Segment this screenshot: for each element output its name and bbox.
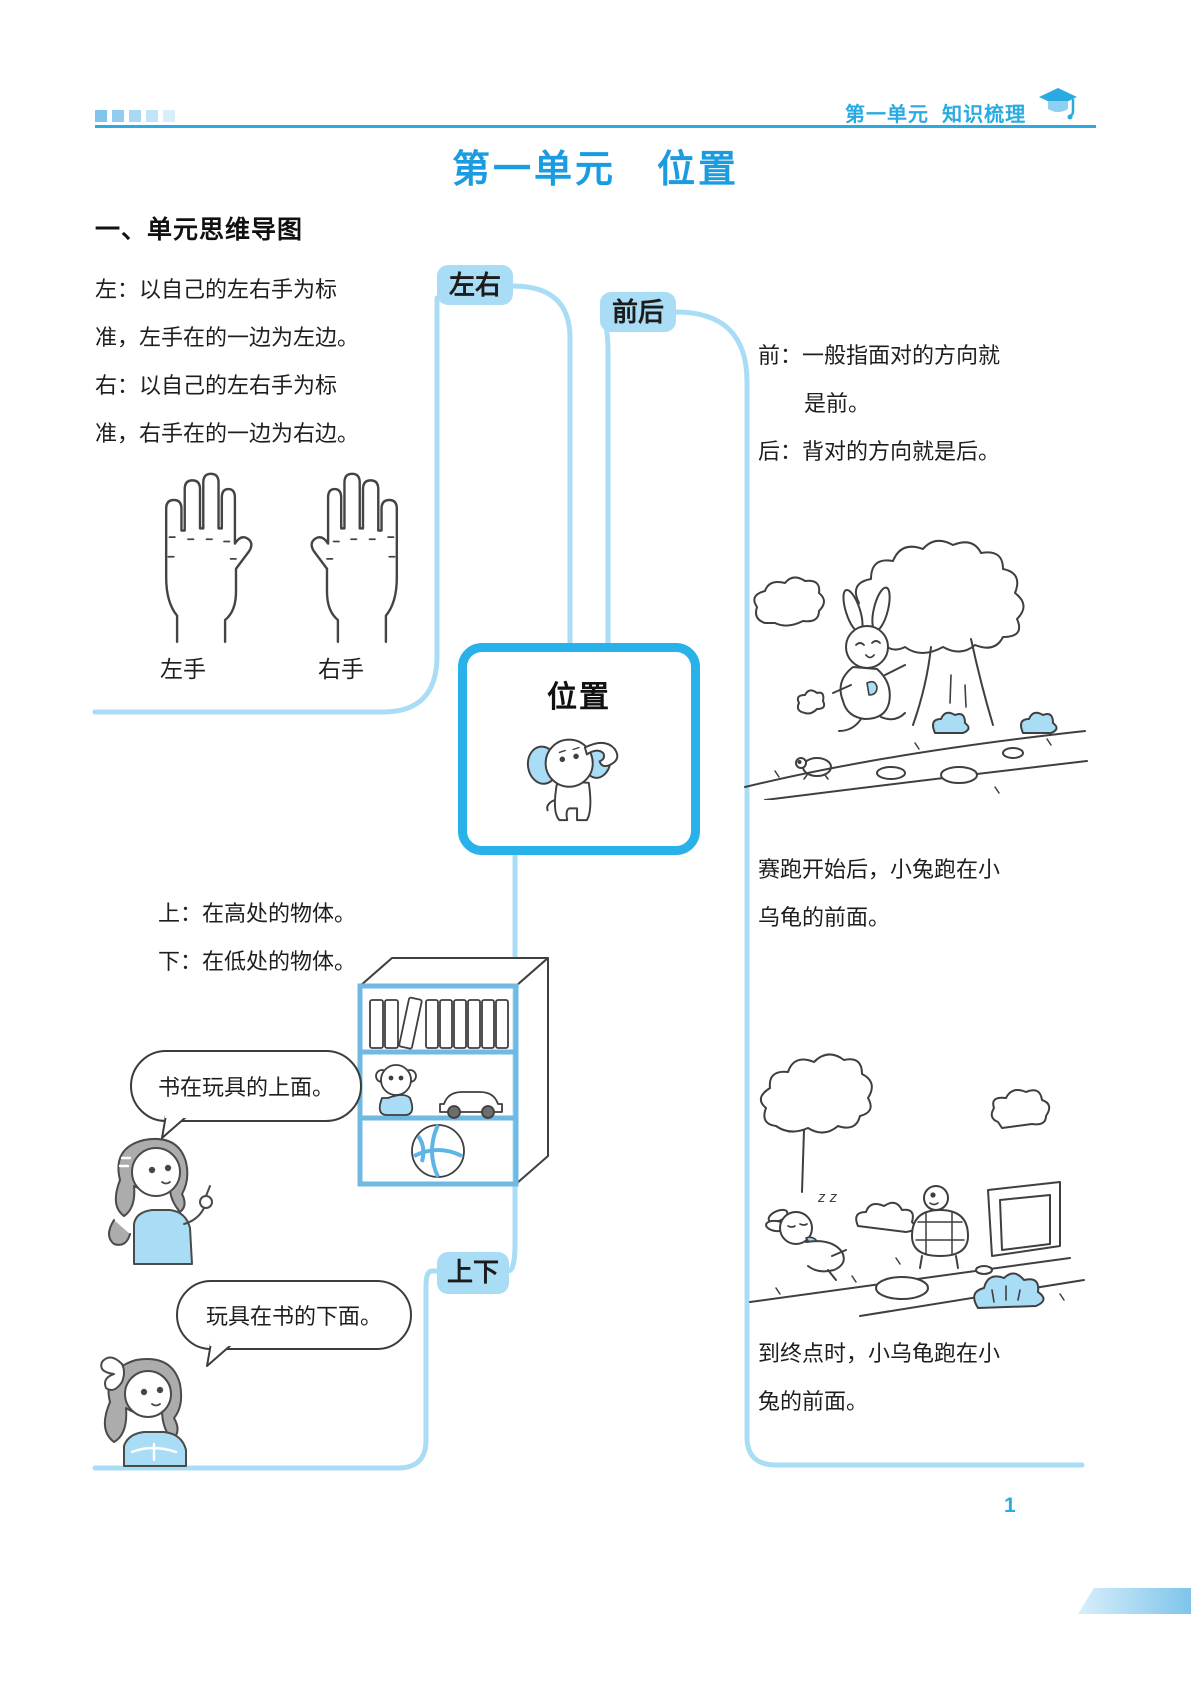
text-line: 准，右手在的一边为右边。	[95, 421, 360, 446]
speech-text: 书在玩具的上面。	[157, 1075, 334, 1100]
speech-bubble-top: 书在玩具的上面。	[130, 1050, 362, 1122]
text-line: 右：以自己的左右手为标	[95, 373, 338, 398]
text-line: 赛跑开始后，小兔跑在小	[758, 857, 1001, 882]
sleep-marks: z z	[817, 1189, 838, 1206]
bookshelf-illustration	[357, 957, 549, 1187]
center-node-title: 位置	[547, 681, 611, 714]
girl-pointing-illustration	[108, 1138, 213, 1265]
text-line: 准，左手在的一边为左边。	[95, 325, 360, 350]
connector-center-to-updown	[505, 852, 518, 1274]
running-head-unit: 第一单元	[845, 104, 929, 126]
header-decor-squares	[95, 109, 180, 127]
race1-caption: 赛跑开始后，小兔跑在小 乌龟的前面。	[758, 846, 1000, 942]
speech-bubble-bottom: 玩具在书的下面。	[176, 1280, 412, 1350]
right-hand-illustration	[310, 472, 399, 644]
speech-text: 玩具在书的下面。	[205, 1304, 382, 1329]
left-hand-illustration	[164, 472, 253, 644]
connector-frontback-to-center	[600, 319, 611, 646]
text-line: 后：背对的方向就是后。	[758, 439, 1001, 464]
connector-leftright-to-center	[510, 283, 573, 646]
section-heading: 一、单元思维导图	[95, 216, 304, 244]
page-title: 第一单元 位置	[451, 149, 739, 191]
decor-square	[146, 110, 158, 122]
girl-bow-illustration	[100, 1356, 187, 1467]
text-line: 上：在高处的物体。	[158, 901, 357, 926]
connector-left-bracket	[92, 295, 440, 715]
left-hand-label: 左手	[160, 657, 206, 682]
decor-square	[112, 110, 124, 122]
right-hand-label: 右手	[318, 657, 364, 682]
branch-label-front-back: 前后	[600, 292, 676, 332]
text-line: 左：以自己的左右手为标	[95, 277, 338, 302]
text-line: 是前。	[804, 391, 871, 416]
running-head-section: 知识梳理	[942, 104, 1027, 126]
branch-label-up-down: 上下	[437, 1252, 509, 1294]
mindmap-center-node: 位置	[458, 643, 700, 855]
decor-square	[163, 110, 175, 122]
text-line: 乌龟的前面。	[758, 905, 891, 930]
corner-decor-bar	[1078, 1588, 1191, 1614]
running-head: 第一单元 知识梳理	[845, 98, 1026, 127]
connector-right-bracket	[673, 309, 1085, 1468]
race-scene-turtle-leading: z z	[749, 1053, 1085, 1317]
decor-square	[129, 110, 141, 122]
text-line: 前：一般指面对的方向就	[758, 343, 1001, 368]
text-line: 下：在低处的物体。	[158, 949, 357, 974]
elephant-illustration	[526, 738, 619, 822]
up-down-definition: 上：在高处的物体。 下：在低处的物体。	[158, 890, 356, 986]
left-right-definition: 左：以自己的左右手为标 准，左手在的一边为左边。 右：以自己的左右手为标 准，右…	[95, 266, 359, 458]
speech-tail	[161, 1114, 187, 1139]
front-back-definition: 前：一般指面对的方向就 是前。 后：背对的方向就是后。	[758, 332, 1000, 476]
text-line: 到终点时，小乌龟跑在小	[758, 1341, 1001, 1366]
connector-updown-bracket	[92, 1268, 440, 1471]
race-scene-rabbit-leading	[744, 539, 1088, 800]
race2-caption: 到终点时，小乌龟跑在小 兔的前面。	[758, 1330, 1000, 1426]
branch-label-left-right: 左右	[437, 265, 513, 305]
page-number: 1	[1004, 1494, 1016, 1517]
speech-tail	[206, 1342, 232, 1367]
header-rule	[95, 125, 1096, 128]
text-line: 兔的前面。	[758, 1389, 869, 1414]
graduation-cap-icon	[1039, 88, 1077, 120]
decor-square	[95, 110, 107, 122]
